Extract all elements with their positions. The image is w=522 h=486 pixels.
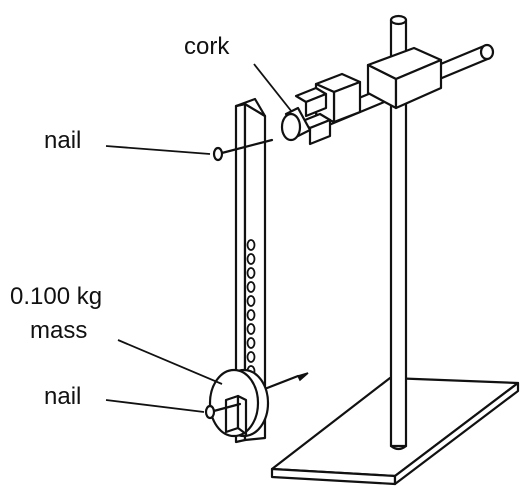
bottom-nail (204, 402, 242, 420)
top-nail-leader-line (105, 145, 211, 155)
pointer-nail (260, 372, 309, 392)
bottom-nail-leader-line (105, 399, 205, 413)
mass-label-line1: 0.100 kg (10, 283, 102, 310)
bottom-nail-label: nail (44, 383, 81, 410)
cork-label: cork (184, 33, 230, 60)
cork (280, 106, 312, 142)
mass-disc (208, 368, 270, 438)
mass-leader-line (117, 339, 223, 385)
boss-head-clamp (366, 46, 443, 110)
stand-rod (389, 14, 408, 451)
cork-leader-line (253, 63, 293, 113)
cork-clamp (294, 72, 362, 146)
top-nail-label: nail (44, 127, 81, 154)
top-nail (212, 138, 274, 162)
mass-label-line2: mass (30, 317, 87, 344)
metal-strip (234, 97, 267, 444)
strip-holes (246, 239, 256, 377)
